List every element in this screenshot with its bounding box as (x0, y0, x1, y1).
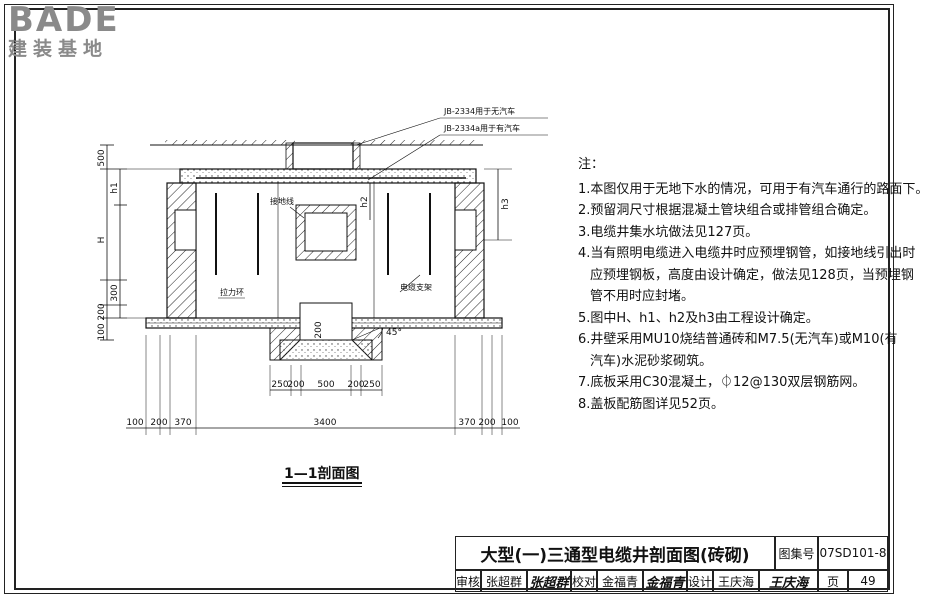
note-7: 7.底板采用C30混凝土，⏀12@130双层钢筋网。 (578, 372, 888, 394)
note-line: 8.盖板配筋图详见52页。 (578, 396, 724, 412)
drawing-inner-frame (14, 8, 890, 590)
checker-signature: 金福青 (643, 570, 687, 592)
callout-grounding: 接地线 (270, 196, 294, 206)
bottom-dim-1: 100 (126, 418, 143, 428)
bottom-dim-4: 3400 (314, 418, 337, 428)
dim-h3: h3 (501, 198, 511, 209)
sump-dimension-chain (269, 365, 383, 396)
page-label: 页 (818, 570, 848, 592)
ground-surface (150, 140, 483, 146)
bottom-dim-5: 370 (458, 418, 475, 428)
left-dimension-chain (100, 144, 180, 341)
right-dimension-chain (369, 168, 512, 241)
page-number: 49 (848, 570, 888, 592)
cable-brackets (215, 193, 431, 275)
sump-dim-3: 500 (317, 380, 334, 390)
angle-label: 45° (386, 328, 402, 338)
brand-logo: BADE 建装基地 (8, 2, 120, 60)
atlas-label: 图集号 (775, 536, 818, 570)
dim-500: 500 (97, 149, 107, 166)
bottom-dimension-chain (126, 335, 520, 435)
sump-dim-4: 200 (347, 380, 364, 390)
dim-100: 100 (97, 323, 107, 340)
caption-underline-thin (282, 486, 362, 487)
note-line: 2.预留洞尺寸根据混凝土管块组合或排管组合确定。 (578, 203, 877, 218)
sump-dim-2: 200 (287, 380, 304, 390)
note-line: 汽车)水泥砂浆砌筑。 (590, 353, 713, 369)
drawing-title: 大型(一)三通型电缆井剖面图(砖砌) (455, 536, 775, 570)
note-4: 4.当有照明电缆进入电缆井时应预埋钢管，如接地线引出时 应预埋钢板，高度由设计确… (578, 243, 916, 308)
reviewer-name: 张超群 (481, 570, 527, 592)
notes-panel: 注： 1.本图仅用于无地下水的情况，可用于有汽车通行的路面下。 2.预留洞尺寸根… (578, 154, 928, 416)
note-2: 2.预留洞尺寸根据混凝土管块组合或排管组合确定。 (578, 200, 888, 222)
section-caption: 1—1剖面图 (284, 466, 360, 482)
designer-name: 王庆海 (713, 570, 759, 592)
manhole-neck (285, 142, 361, 170)
caption-underline (282, 482, 362, 484)
callout-cable-bracket: 电缆支架 (400, 282, 432, 292)
reviewer-signature: 张超群 (527, 570, 571, 592)
note-line: 3.电缆井集水坑做法见127页。 (578, 224, 759, 240)
review-label: 审核 (455, 570, 481, 592)
well-walls (166, 182, 485, 319)
checker-name: 金福青 (597, 570, 643, 592)
note-5: 5.图中H、h1、h2及h3由工程设计确定。 (578, 308, 888, 330)
dim-h2: h2 (360, 196, 370, 207)
bottom-dim-2: 200 (150, 418, 167, 428)
center-opening (277, 183, 375, 318)
sump-dim-1: 250 (271, 380, 288, 390)
sump-pit (269, 302, 384, 361)
callout-anchor-ring: 拉力环 (220, 287, 244, 297)
dim-pit-200: 200 (314, 321, 324, 338)
note-line: 4.当有照明电缆进入电缆井时应预埋钢管，如接地线引出时 (578, 246, 916, 261)
note-line: 1.本图仅用于无地下水的情况，可用于有汽车通行的路面下。 (578, 181, 928, 197)
note-8: 8.盖板配筋图详见52页。 (578, 394, 888, 416)
design-label: 设计 (687, 570, 713, 592)
brand-subtitle: 建装基地 (8, 38, 109, 60)
note-line: 7.底板采用C30混凝土，⏀12@130双层钢筋网。 (578, 375, 866, 390)
dim-h1: h1 (110, 182, 120, 193)
note-line: 6.井壁采用MU10烧结普通砖和M7.5(无汽车)或M10(有 (578, 332, 898, 347)
title-block: 大型(一)三通型电缆井剖面图(砖砌) 图集号 07SD101-8 审核 张超群 … (455, 536, 888, 592)
note-3: 3.电缆井集水坑做法见127页。 (578, 222, 888, 244)
drawing-outer-frame (4, 4, 894, 594)
dim-300: 300 (110, 284, 120, 301)
note-1: 1.本图仅用于无地下水的情况，可用于有汽车通行的路面下。 (578, 179, 928, 201)
callout-cover-vehicle: JB-2334a用于有汽车 (443, 123, 520, 133)
callout-leaders (218, 117, 548, 299)
cover-slab (179, 168, 477, 184)
bottom-dim-7: 100 (501, 418, 518, 428)
dim-H: H (97, 237, 107, 244)
notes-heading: 注： (578, 157, 605, 172)
note-line: 管不用时应封堵。 (590, 289, 695, 304)
cable-well-section-drawing: JB-2334用于无汽车 JB-2334a用于有汽车 接地线 拉力环 电缆支架 … (97, 106, 548, 435)
bottom-dim-6: 200 (478, 418, 495, 428)
callout-cover-no-vehicle: JB-2334用于无汽车 (443, 106, 515, 116)
dim-200: 200 (97, 303, 107, 320)
bottom-dim-3: 370 (174, 418, 191, 428)
sump-dim-5: 250 (363, 380, 380, 390)
note-line: 应预埋钢板，高度由设计确定，做法见128页，当预埋钢 (590, 267, 914, 283)
designer-signature: 王庆海 (759, 570, 818, 592)
note-line: 5.图中H、h1、h2及h3由工程设计确定。 (578, 310, 819, 326)
atlas-number: 07SD101-8 (818, 536, 888, 570)
brand-name: BADE (8, 0, 120, 40)
note-6: 6.井壁采用MU10烧结普通砖和M7.5(无汽车)或M10(有 汽车)水泥砂浆砌… (578, 329, 898, 372)
check-label: 校对 (571, 570, 597, 592)
